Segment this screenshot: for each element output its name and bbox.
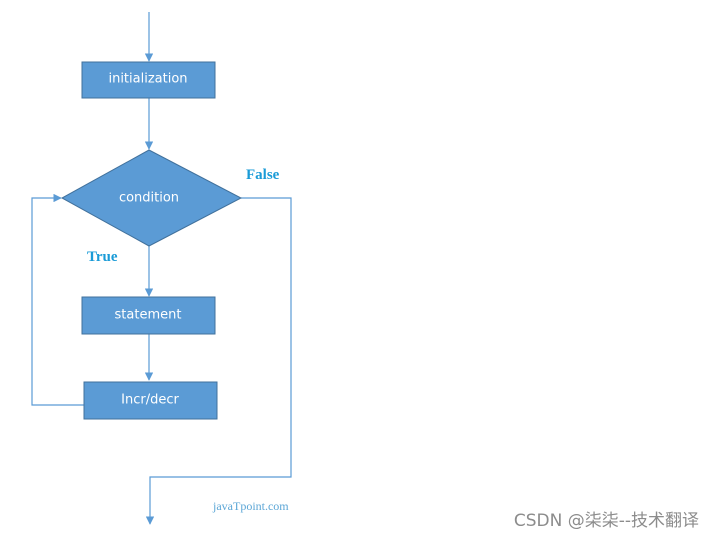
statement-box <box>81 296 216 335</box>
javatpoint-watermark: javaTpoint.com <box>212 499 289 513</box>
false-exit-arrow <box>145 197 292 525</box>
incr-decr-box <box>83 381 218 420</box>
initialization-box <box>81 61 216 99</box>
condition-node: condition <box>60 149 243 247</box>
condition-diamond <box>60 149 243 247</box>
true-branch-label: True <box>87 249 118 265</box>
initialization-node: initialization <box>81 61 216 99</box>
loop-back-arrow <box>31 193 84 406</box>
incr-decr-label: Incr/decr <box>121 393 179 408</box>
statement-label: statement <box>115 308 182 323</box>
condition-label: condition <box>119 191 179 206</box>
incr-decr-node: Incr/decr <box>83 381 218 420</box>
csdn-watermark: CSDN @柒柒--技术翻译 <box>514 511 699 531</box>
false-branch-label: False <box>246 167 280 183</box>
initialization-label: initialization <box>108 72 187 87</box>
statement-node: statement <box>81 296 216 335</box>
